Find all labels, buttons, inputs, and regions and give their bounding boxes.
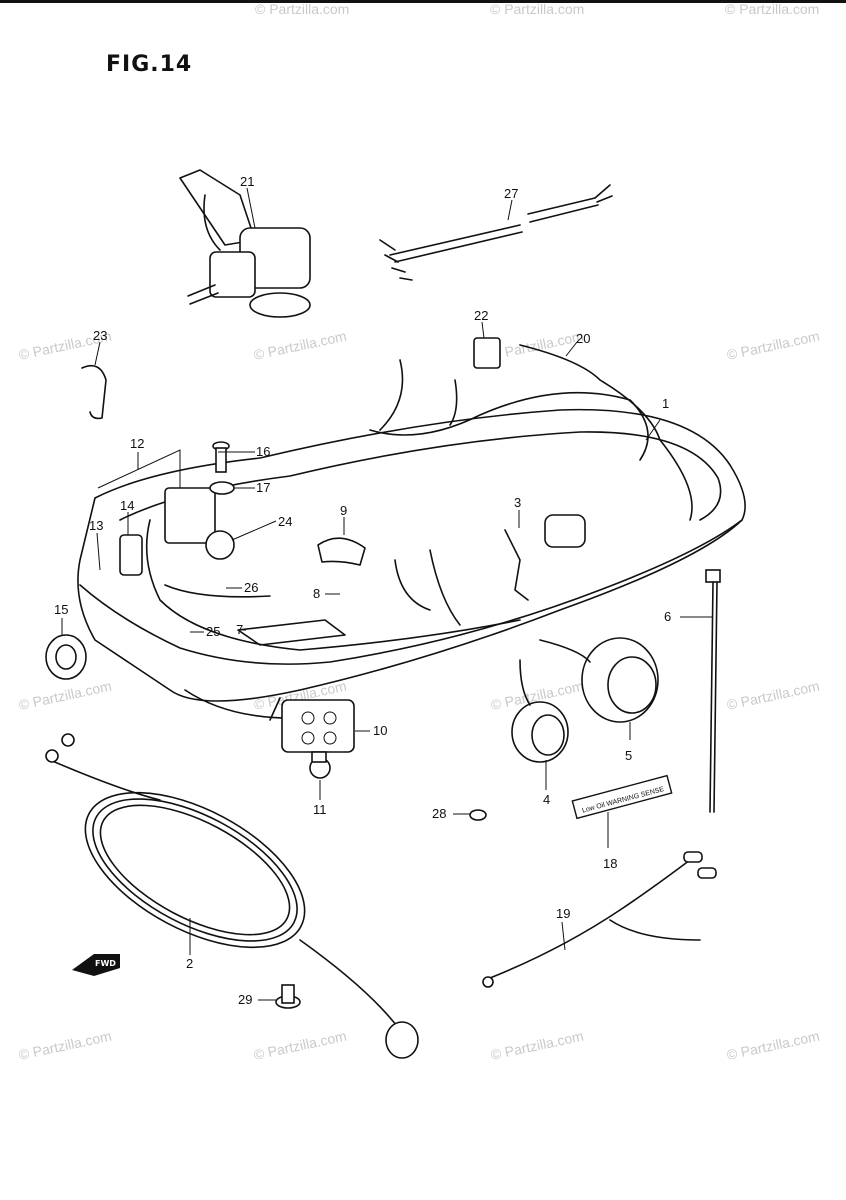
part-label: 5	[625, 748, 632, 763]
wiring-harness-drawing	[145, 344, 693, 651]
gauges-drawing	[511, 637, 659, 763]
watermark: © Partzilla.com	[725, 328, 821, 363]
watermark: © Partzilla.com	[255, 1, 349, 17]
leader-lines	[61, 187, 712, 1001]
watermark: © Partzilla.com	[252, 1028, 348, 1063]
watermark: © Partzilla.com	[252, 328, 348, 363]
relay-drawing	[119, 534, 143, 576]
grommet-drawing	[205, 530, 235, 560]
watermarks: © Partzilla.com © Partzilla.com © Partzi…	[17, 1, 821, 1063]
part-label: 1	[662, 396, 669, 411]
part-label: 6	[664, 609, 671, 624]
decal: Low Oil WARNING SENSE	[571, 774, 673, 820]
part-label: 2	[186, 956, 193, 971]
part-label: 9	[340, 503, 347, 518]
part-label: 13	[89, 518, 103, 533]
figure-title: FIG.14	[106, 52, 193, 77]
clip-drawing	[81, 364, 107, 420]
part-labels: 21 27 22 20 23 1 12 16 17 24 9 3 14 13 6…	[54, 174, 671, 1007]
part-label: 18	[603, 856, 617, 871]
lead-wire-drawing	[482, 851, 717, 988]
part-label: 23	[93, 328, 107, 343]
rectifier-drawing	[164, 487, 216, 544]
terminal-block-drawing	[281, 699, 355, 779]
part-label: 29	[238, 992, 252, 1007]
fwd-text: FWD	[95, 959, 116, 968]
seal-drawing	[45, 634, 87, 680]
switch-drawing	[473, 337, 501, 369]
part-label: 20	[576, 331, 590, 346]
part-label: 17	[256, 480, 270, 495]
clamp-drawing	[317, 537, 366, 566]
watermark: © Partzilla.com	[725, 1028, 821, 1063]
part-label: 15	[54, 602, 68, 617]
extension-harness-drawing	[45, 733, 419, 1059]
part-label: 7	[236, 622, 243, 637]
part-label: 16	[256, 444, 270, 459]
part-label: 10	[373, 723, 387, 738]
part-label: 27	[504, 186, 518, 201]
part-label: 28	[432, 806, 446, 821]
plate-drawing	[237, 619, 346, 646]
part-label: 21	[240, 174, 254, 189]
watermark: © Partzilla.com	[489, 328, 585, 363]
part-label: 11	[313, 802, 327, 817]
fwd-arrow: FWD	[72, 954, 120, 976]
part-label: 4	[543, 792, 550, 807]
key-switch-drawing	[504, 514, 586, 601]
watermark: © Partzilla.com	[490, 1, 584, 17]
part-label: 24	[278, 514, 292, 529]
cable-tie-drawing	[705, 569, 721, 813]
screw-washer-drawing	[209, 441, 235, 495]
part-label: 3	[514, 495, 521, 510]
part-label: 14	[120, 498, 134, 513]
part-label: 22	[474, 308, 488, 323]
top-border	[0, 0, 846, 3]
small-clip-drawing	[469, 809, 487, 821]
watermark: © Partzilla.com	[489, 1028, 585, 1063]
part-label: 25	[206, 624, 220, 639]
cable-drawing	[379, 184, 613, 281]
watermark: © Partzilla.com	[725, 1, 819, 17]
part-label: 19	[556, 906, 570, 921]
watermark: © Partzilla.com	[17, 678, 113, 713]
solenoid-drawing	[179, 169, 311, 318]
part-label: 8	[313, 586, 320, 601]
bolt-drawing	[275, 984, 301, 1009]
part-label: 26	[244, 580, 258, 595]
watermark: © Partzilla.com	[17, 1028, 113, 1063]
watermark: © Partzilla.com	[725, 678, 821, 713]
part-label: 12	[130, 436, 144, 451]
